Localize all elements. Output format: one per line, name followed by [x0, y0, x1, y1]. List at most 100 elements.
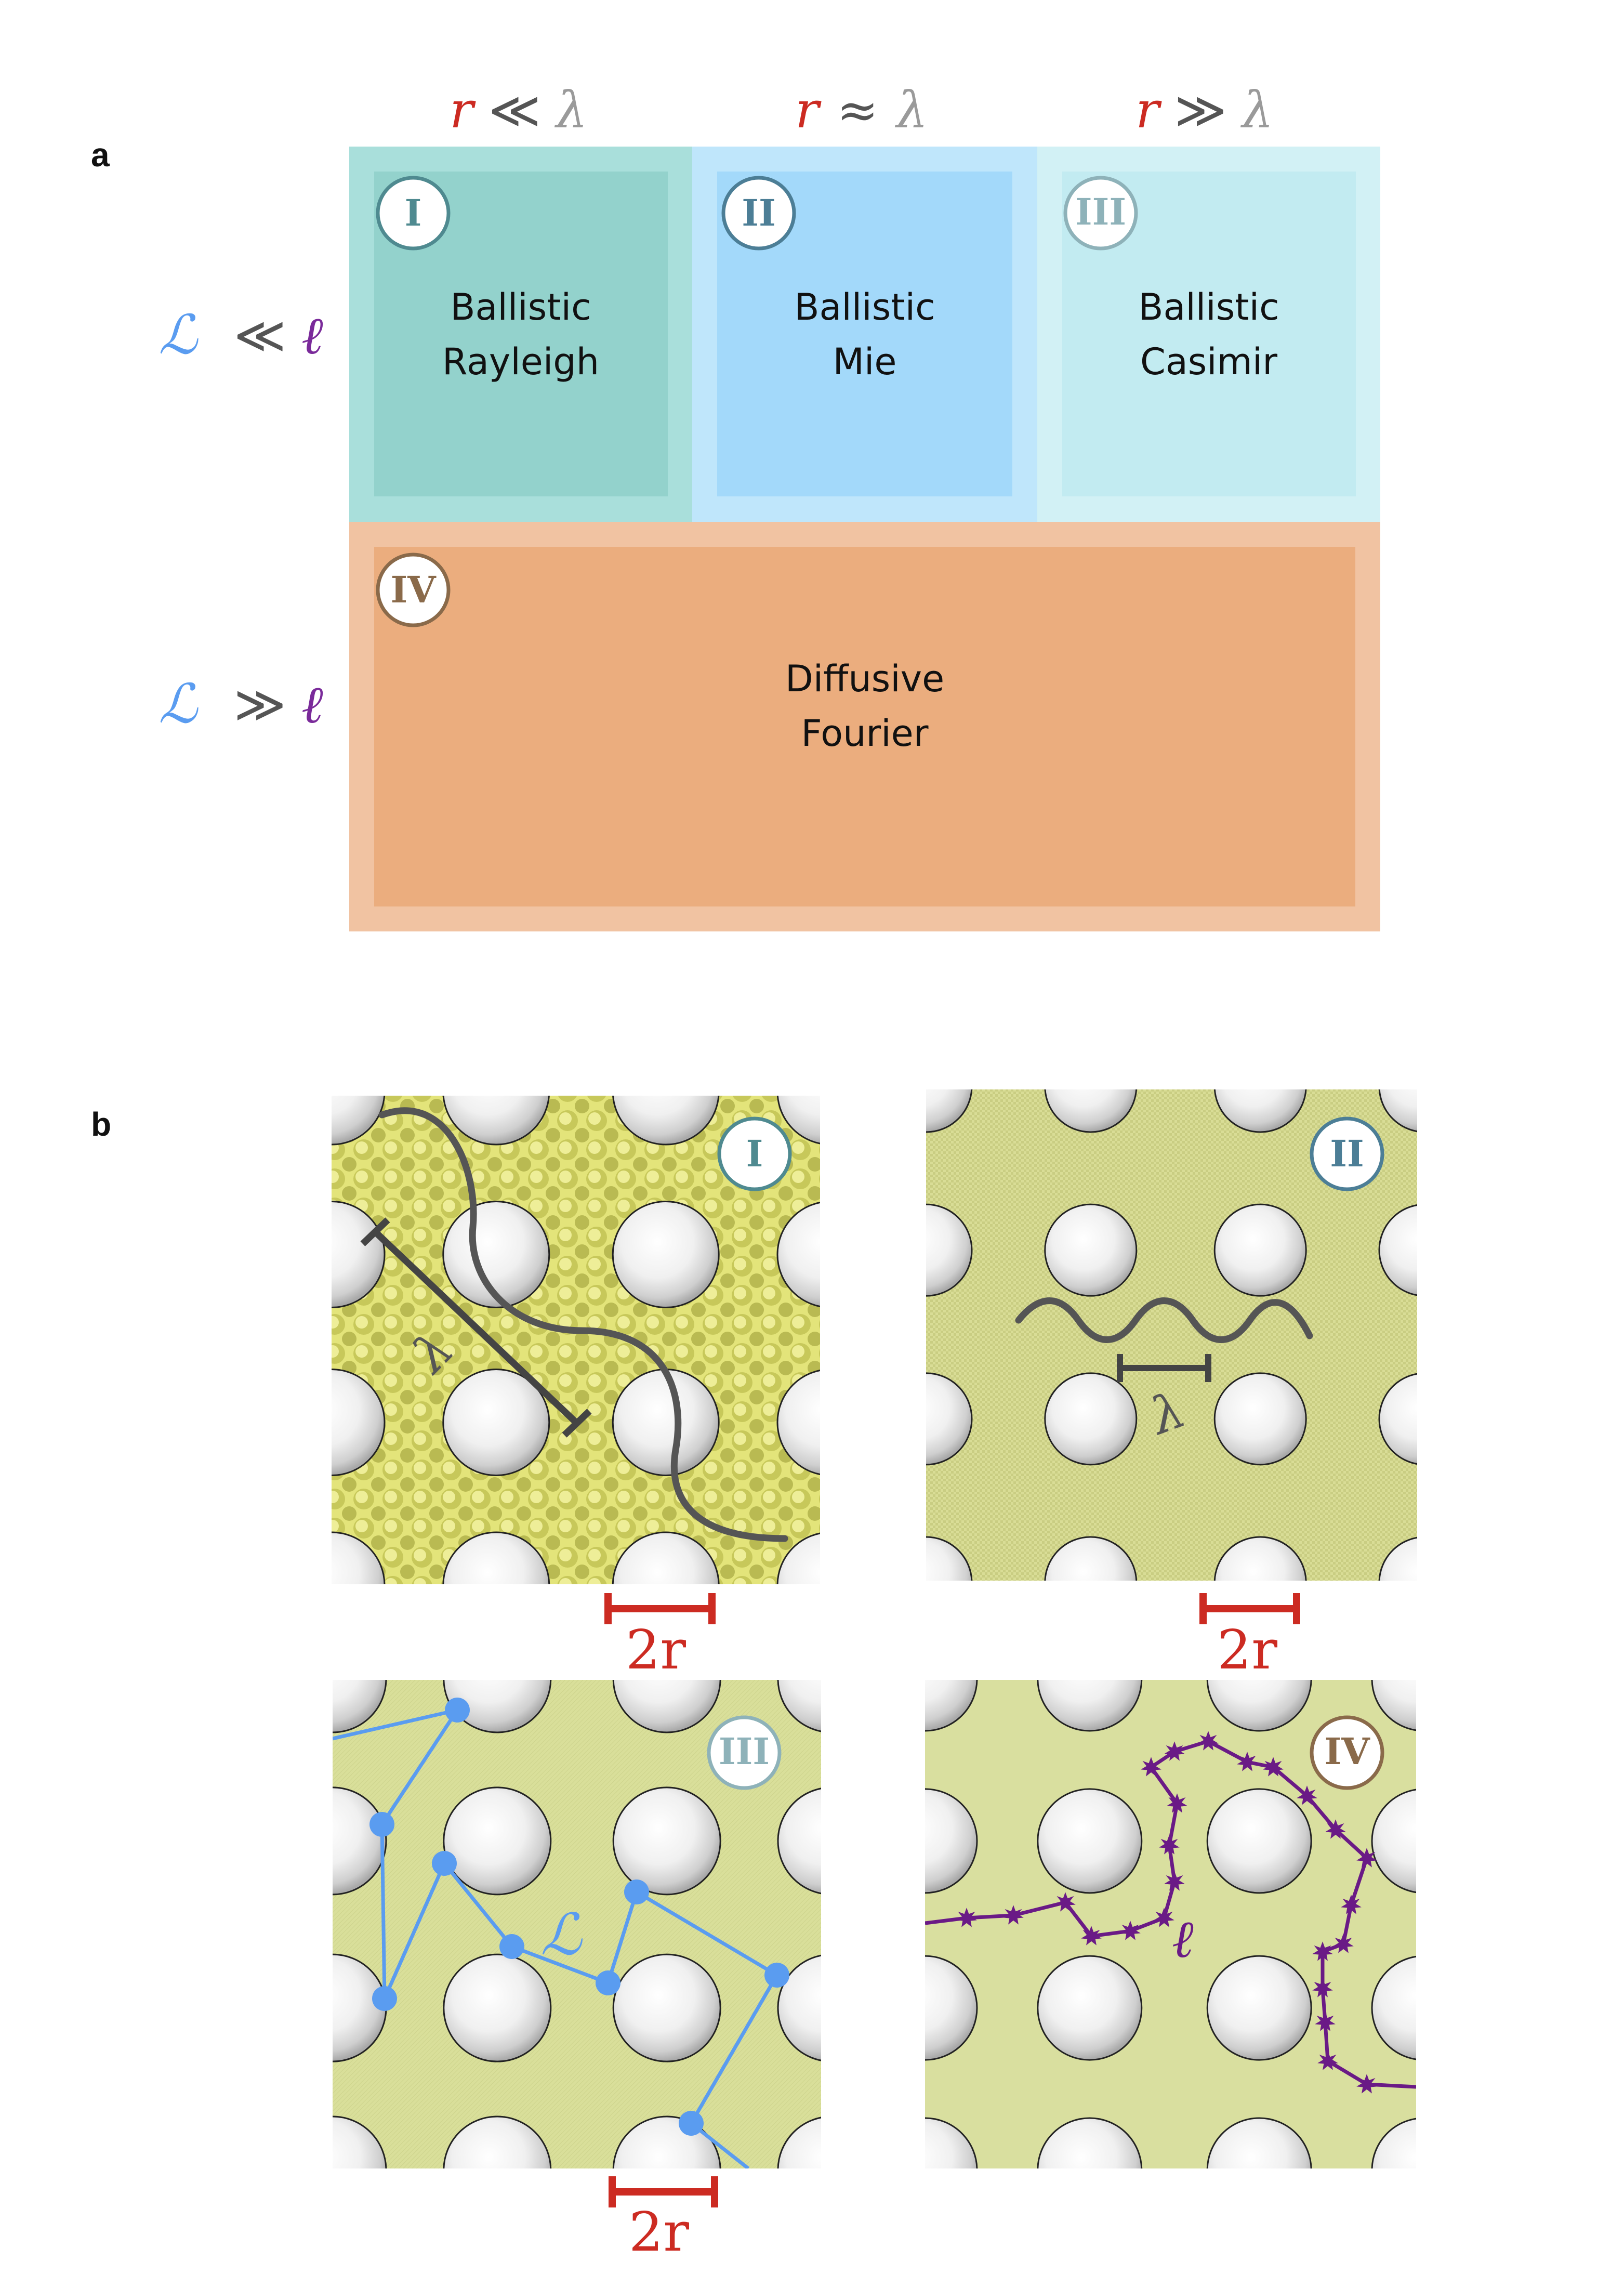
scale-bar-1: 2r [604, 1593, 716, 1681]
lattice-sphere [332, 1531, 386, 1584]
row-header-2: ℒ ≫ ℓ [159, 672, 323, 735]
region-II-line1: Ballistic [794, 286, 935, 328]
region-III: III Ballistic Casimir [1037, 147, 1380, 522]
lattice-sphere [776, 1369, 820, 1476]
scale-bar-2-label: 2r [1217, 1618, 1277, 1681]
lattice-sphere [1206, 1788, 1312, 1894]
lattice-sphere [1044, 1372, 1138, 1466]
region-II-line2: Mie [833, 340, 897, 383]
lattice-sphere [332, 1369, 386, 1476]
lattice-sphere [333, 2115, 387, 2168]
scale-bar-3-label: 2r [629, 2200, 689, 2264]
column-1-relation: ≪ [488, 81, 541, 139]
column-1-r: r [450, 81, 476, 139]
row-2-L: ℒ [159, 672, 199, 735]
column-header-3: r ≫ λ [1136, 81, 1274, 139]
lattice-sphere [1378, 1089, 1417, 1133]
column-3-relation: ≫ [1174, 81, 1227, 139]
lattice-sphere [1044, 1203, 1138, 1297]
lattice-sphere [333, 1786, 387, 1896]
lattice-sphere [925, 1680, 978, 1732]
lattice-sphere [926, 1203, 973, 1297]
lattice-sphere [1206, 2117, 1312, 2168]
lattice-sphere [1378, 1536, 1417, 1581]
lattice-sphere [1037, 1680, 1143, 1732]
tile-II-numeral: II [1330, 1132, 1364, 1175]
row-header-1: ℒ ≪ ℓ [159, 303, 323, 366]
panel-a-letter: a [91, 136, 110, 174]
column-3-r: r [1136, 81, 1162, 139]
column-header-2: r ≈ λ [795, 81, 928, 139]
tile-II-wavelength-marker [1117, 1354, 1211, 1382]
lattice-sphere [776, 1532, 820, 1584]
row-2-relation: ≫ [234, 675, 286, 733]
lattice-sphere [1044, 1536, 1138, 1581]
lattice-sphere [926, 1372, 973, 1466]
tile-III: ℒ III [333, 1680, 821, 2168]
lattice-sphere [925, 1955, 978, 2061]
tile-II-spheres [926, 1089, 1417, 1581]
row-1-ell: ℓ [301, 305, 323, 366]
tile-IV-spheres [925, 1680, 1416, 2168]
lattice-sphere [925, 1788, 978, 1894]
lattice-sphere [1213, 1372, 1307, 1466]
tile-I-spheres [332, 1096, 820, 1584]
lattice-sphere [777, 1787, 821, 1895]
column-2-lambda: λ [894, 81, 928, 139]
lattice-sphere [776, 1096, 820, 1145]
tile-II-wave [1015, 1297, 1313, 1343]
lattice-sphere [926, 1536, 973, 1581]
panel-b-letter: b [91, 1106, 111, 1143]
lattice-sphere [777, 1680, 821, 1732]
tile-I-wavelength-marker [360, 1217, 592, 1438]
tile-III-numeral: III [719, 1730, 770, 1773]
tile-I-wave [378, 1107, 788, 1542]
lattice-sphere [1371, 2118, 1416, 2168]
lattice-sphere [612, 1786, 721, 1896]
lattice-sphere [332, 1201, 386, 1308]
region-I: I Ballistic Rayleigh [349, 147, 692, 522]
scale-bar-3: 2r [609, 2176, 718, 2264]
region-III-line2: Casimir [1140, 340, 1277, 383]
column-1-lambda: λ [554, 81, 588, 139]
lattice-sphere [1037, 1788, 1143, 1894]
lattice-sphere [442, 1369, 550, 1476]
lattice-sphere [925, 2117, 978, 2168]
column-2-relation: ≈ [837, 81, 878, 139]
region-IV: IV Diffusive Fourier [349, 522, 1380, 931]
panel-a: a r ≪ λ r ≈ λ r ≫ λ ℒ ≪ ℓ ℒ ≫ ℓ [91, 81, 1380, 931]
lattice-sphere [612, 1680, 721, 1733]
lattice-sphere [612, 1369, 720, 1476]
column-header-1: r ≪ λ [450, 81, 588, 139]
region-IV-line2: Fourier [801, 712, 928, 755]
lattice-sphere [443, 1680, 552, 1733]
region-IV-line1: Diffusive [785, 658, 944, 700]
tile-III-L: ℒ [540, 1901, 583, 1968]
lattice-sphere [1213, 1536, 1307, 1581]
lattice-sphere [612, 1531, 720, 1584]
lattice-sphere [333, 1953, 387, 2062]
lattice-sphere [1213, 1203, 1307, 1297]
lattice-sphere [1371, 1789, 1416, 1894]
tile-IV-numeral: IV [1324, 1730, 1370, 1773]
lattice-sphere [443, 1953, 552, 2062]
region-III-numeral: III [1075, 190, 1126, 233]
lattice-sphere [442, 1096, 550, 1146]
lattice-sphere [443, 2115, 552, 2168]
lattice-sphere [1206, 1680, 1312, 1732]
lattice-sphere [1213, 1089, 1307, 1133]
region-I-line2: Rayleigh [442, 340, 599, 383]
lattice-sphere [926, 1089, 973, 1133]
lattice-sphere [1371, 1680, 1416, 1731]
lattice-sphere [776, 1201, 820, 1308]
lattice-sphere [777, 2117, 821, 2168]
lattice-sphere [333, 1680, 387, 1733]
lattice-sphere [1037, 2117, 1143, 2168]
lattice-sphere [1037, 1955, 1143, 2061]
region-IV-numeral: IV [390, 568, 437, 611]
tile-III-spheres [333, 1680, 821, 2168]
lattice-sphere [332, 1096, 386, 1146]
region-I-numeral: I [405, 191, 422, 234]
column-3-lambda: λ [1240, 81, 1274, 139]
